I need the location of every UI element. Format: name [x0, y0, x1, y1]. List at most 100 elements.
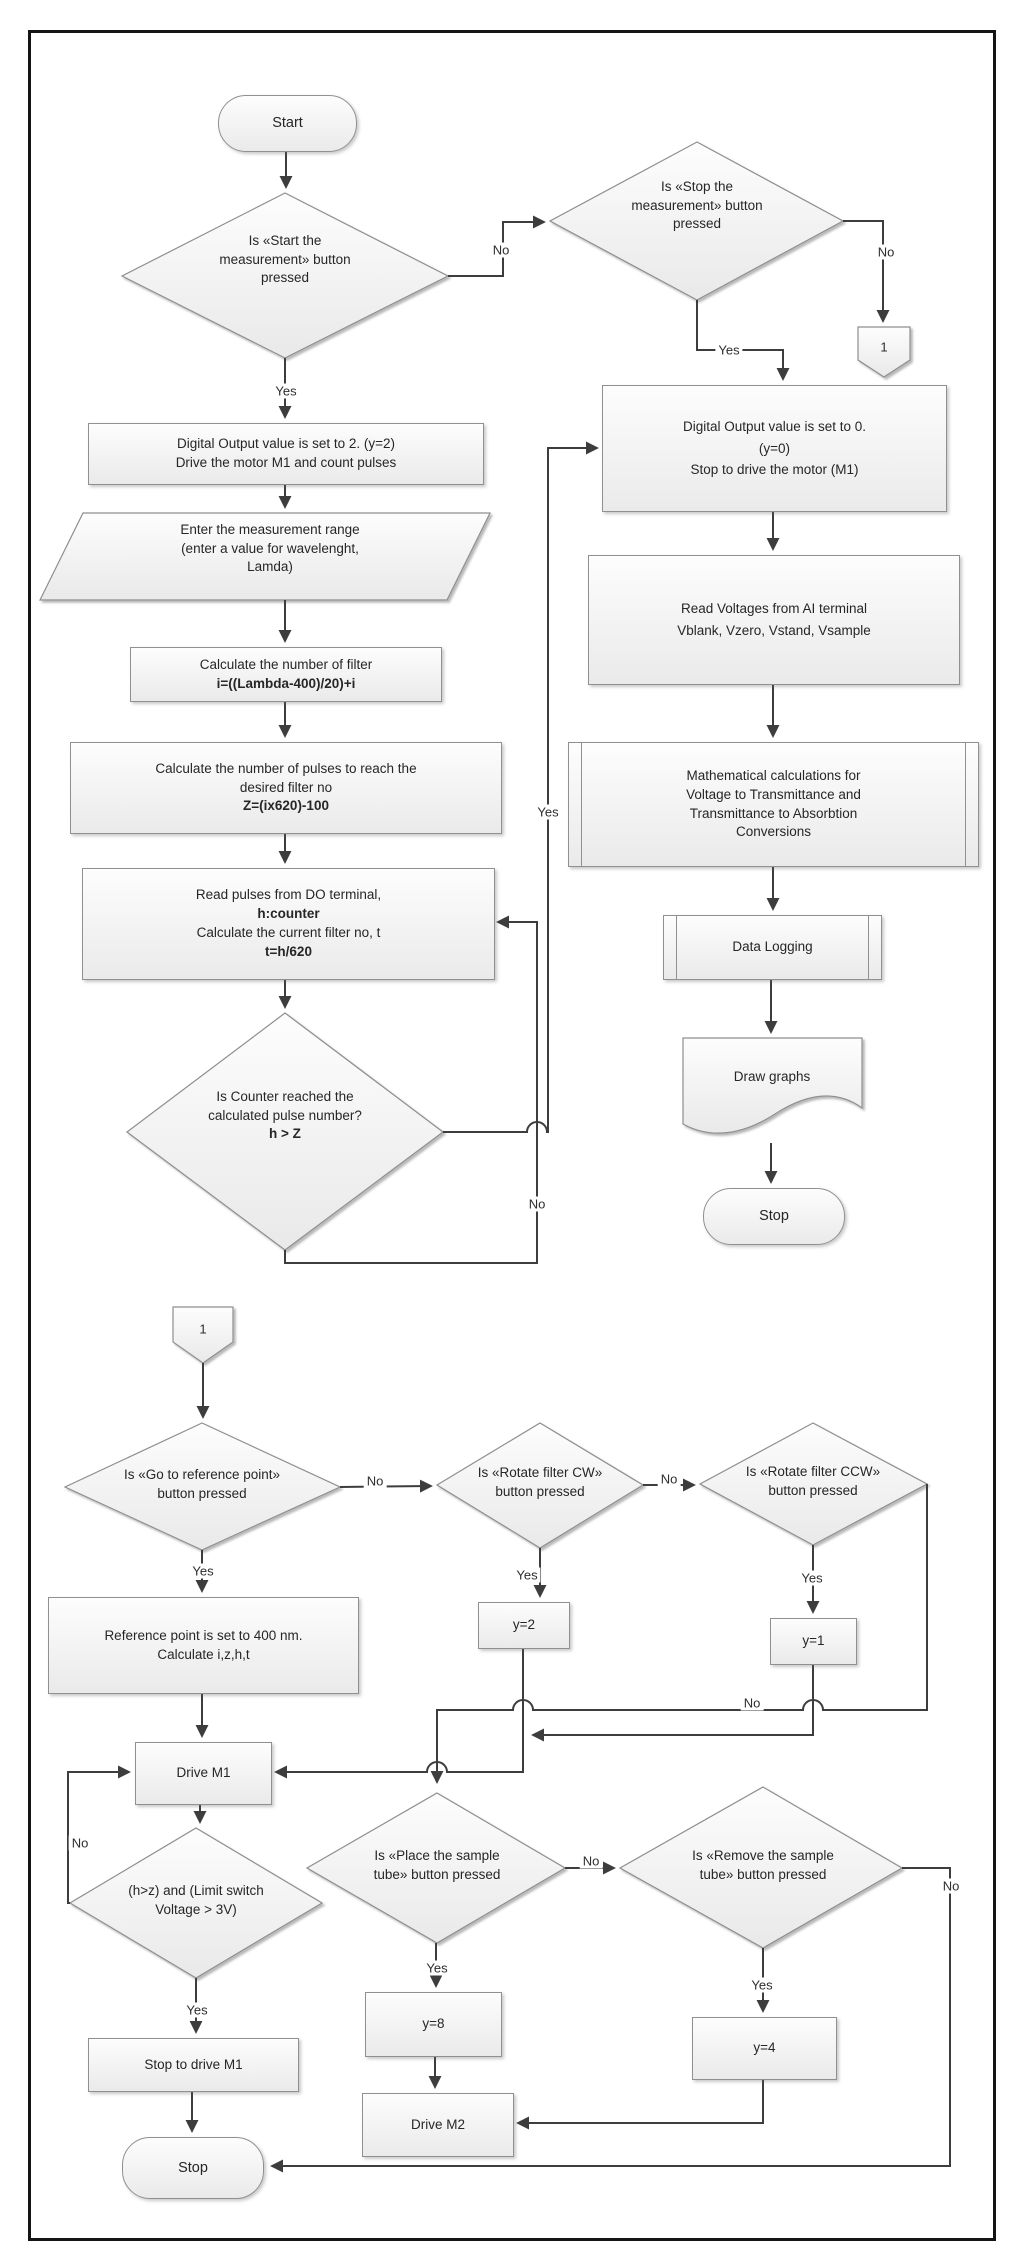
edge-y1-join: [531, 1663, 814, 1742]
edge-remove-no-long: [270, 1867, 951, 2173]
text-line: Calculate i,z,h,t: [157, 1646, 250, 1662]
text-line: y=4: [753, 2040, 776, 2056]
edge-counter-no-loop: [284, 915, 538, 1264]
edge-dstop-no: [843, 220, 890, 323]
text-line: Calculate the number of pulses to reach …: [155, 760, 417, 776]
text-line: Stop to drive M1: [144, 2056, 243, 2072]
text-line: calculated pulse number?: [208, 1107, 362, 1123]
edge-label-yes: Yes: [272, 383, 300, 399]
edge-counter-yes: [443, 441, 599, 1133]
flowchart-frame: [28, 30, 996, 2241]
text-line: Vblank, Vzero, Vstand, Vsample: [677, 623, 871, 638]
text-line: Is «Remove the sample: [692, 1848, 834, 1863]
process-reference-point: Reference point is set to 400 nm. Calcul…: [48, 1597, 359, 1694]
text-line: Mathematical calculations for: [686, 767, 861, 783]
text-line: Reference point is set to 400 nm.: [104, 1627, 303, 1643]
text-line: (y=0): [758, 440, 791, 456]
text-line: Lamda): [247, 559, 293, 575]
text-line: i=((Lambda-400)/20)+i: [216, 675, 356, 691]
text-line: button pressed: [157, 1485, 247, 1501]
edge-y2-to-m1: [274, 1647, 524, 1779]
text-line: measurement» button: [219, 251, 351, 267]
edge-dccw-no-long: [430, 1484, 928, 1784]
text-line: h:counter: [257, 906, 320, 922]
edge-label-no: No: [579, 1853, 603, 1869]
decision-counter-text: Is Counter reached the calculated pulse …: [163, 1088, 407, 1144]
text-line: Read pulses from DO terminal,: [195, 887, 382, 903]
text-line: Stop: [178, 2159, 208, 2176]
process-drive-m2: Drive M2: [362, 2093, 514, 2157]
text-line: Read Voltages from AI terminal: [680, 600, 868, 616]
text-line: Digital Output value is set to 0.: [682, 419, 867, 435]
text-line: measurement» button: [631, 197, 763, 213]
process-digital-output-2: Digital Output value is set to 2. (y=2) …: [88, 423, 484, 485]
decision-remove-tube-text: Is «Remove the sample tube» button press…: [653, 1847, 873, 1884]
decision-place-tube-text: Is «Place the sample tube» button presse…: [327, 1847, 547, 1884]
text-line: button pressed: [495, 1483, 585, 1499]
text-line: Is «Stop the: [660, 179, 734, 194]
edge-label-no: No: [68, 1835, 92, 1851]
text-line: Z=(ix620)-100: [243, 798, 329, 814]
text-line: y=8: [422, 2016, 445, 2032]
edge-label-no: No: [525, 1196, 549, 1212]
text-line: Calculate the current filter no, t: [196, 925, 381, 940]
document-draw-graphs-shape: [682, 1037, 863, 1134]
process-y1: y=1: [770, 1618, 857, 1665]
edge-dstop-yes: [696, 300, 790, 381]
edge-label-yes: Yes: [423, 1960, 451, 1976]
text-line: Is «Go to reference point»: [123, 1467, 281, 1482]
offpage-connector-1-bottom-shape: [172, 1306, 234, 1364]
subroutine-math-conversions: Mathematical calculations for Voltage to…: [568, 742, 979, 867]
text-line: Conversions: [735, 824, 812, 840]
edge-label-yes: Yes: [715, 342, 743, 358]
text-line: Voltage > 3V): [155, 1901, 237, 1917]
process-y4: y=4: [692, 2017, 837, 2080]
edge-label-yes: Yes: [189, 1563, 217, 1579]
text-line: Is «Rotate filter CCW»: [745, 1464, 881, 1479]
text-line: Stop to drive the motor (M1): [690, 462, 859, 478]
input-enter-range-text: Enter the measurement range (enter a val…: [95, 521, 445, 577]
edge-label-yes: Yes: [798, 1570, 826, 1586]
document-draw-graphs-text: Draw graphs: [692, 1068, 852, 1087]
text-line: Digital Output value is set to 2. (y=2): [177, 436, 395, 452]
text-line: Calculate the number of filter: [199, 656, 373, 672]
text-line: pressed: [260, 270, 310, 286]
decision-rotate-ccw-text: Is «Rotate filter CCW» button pressed: [703, 1463, 923, 1500]
edge-label-no: No: [874, 244, 898, 260]
text-line: Drive M1: [176, 1765, 231, 1781]
text-line: Stop: [759, 1208, 789, 1225]
text-line: Transmittance to Absorbtion: [689, 805, 858, 821]
offpage-connector-1-bottom-text: 1: [199, 1321, 207, 1337]
text-line: desired filter no: [239, 779, 333, 795]
text-line: Is «Start the: [248, 233, 322, 248]
text-line: Start: [272, 115, 303, 132]
decision-limit-switch-text: (h>z) and (Limit switch Voltage > 3V): [86, 1882, 306, 1919]
subroutine-data-logging: Data Logging: [663, 915, 882, 980]
process-digital-output-0: Digital Output value is set to 0. (y=0) …: [602, 385, 947, 512]
terminal-start: Start: [218, 95, 357, 152]
text-line: h > Z: [269, 1126, 301, 1142]
process-calc-filter: Calculate the number of filter i=((Lambd…: [130, 647, 442, 702]
text-line: t=h/620: [265, 943, 312, 959]
text-line: pressed: [672, 216, 722, 232]
text-line: Is «Rotate filter CW»: [477, 1465, 603, 1480]
text-line: Enter the measurement range: [180, 522, 360, 537]
offpage-connector-1-top-text: 1: [880, 339, 888, 355]
input-enter-range-shape: [39, 512, 491, 601]
process-read-voltages: Read Voltages from AI terminal Vblank, V…: [588, 555, 960, 685]
terminal-stop-bottom: Stop: [122, 2137, 264, 2199]
text-line: Voltage to Transmittance and: [686, 786, 861, 802]
text-line: (h>z) and (Limit switch: [128, 1883, 264, 1898]
process-calc-pulses: Calculate the number of pulses to reach …: [70, 742, 502, 834]
terminal-stop-right: Stop: [703, 1188, 845, 1245]
decision-go-reference-text: Is «Go to reference point» button presse…: [72, 1466, 332, 1503]
text-line: Drive M2: [410, 2116, 465, 2132]
edge-label-yes: Yes: [534, 804, 562, 820]
text-line: tube» button pressed: [373, 1866, 501, 1882]
text-line: Is Counter reached the: [216, 1089, 354, 1104]
text-line: button pressed: [768, 1482, 858, 1498]
process-stop-drive-m1: Stop to drive M1: [88, 2038, 299, 2092]
text-line: Data Logging: [732, 939, 813, 955]
